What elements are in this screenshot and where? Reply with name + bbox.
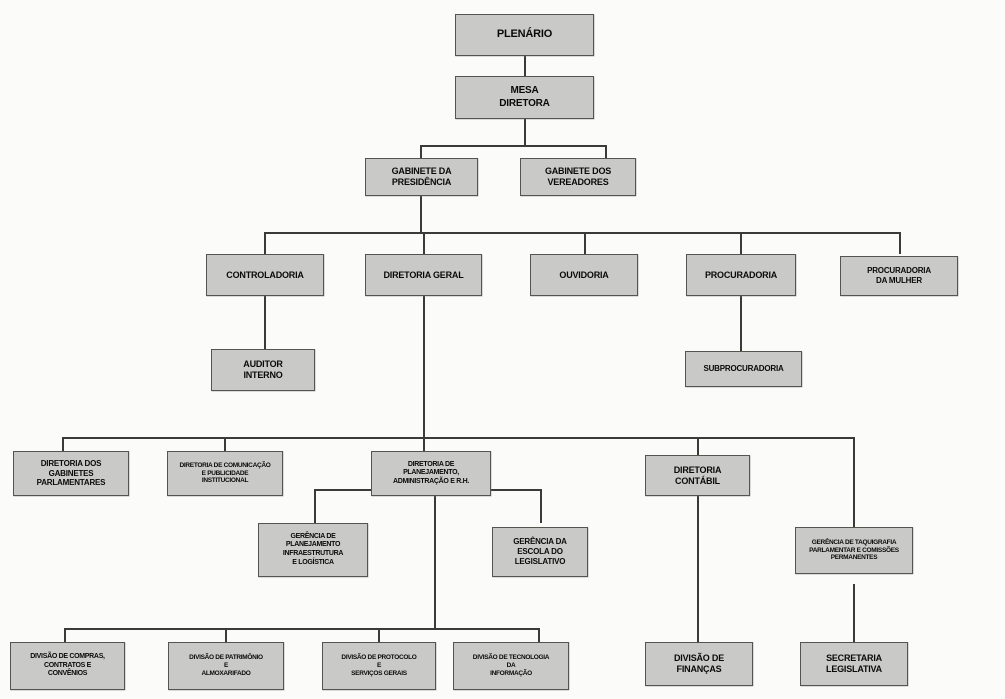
node-label-procuradoria: PROCURADORIA	[704, 269, 778, 280]
connector-drop-diretoria-geral	[423, 232, 425, 254]
connector-drop-gab-presidencia	[420, 145, 422, 158]
node-diretoria-geral[interactable]: DIRETORIA GERAL	[365, 254, 482, 296]
connector-drop-right-branch	[853, 437, 855, 527]
connector-drop-div-patrimonio	[225, 628, 227, 642]
connector-drop-ger-planejamento	[314, 489, 316, 523]
connector-bus-level4	[264, 232, 901, 234]
connector-drop-div-tecnologia	[538, 628, 540, 642]
node-label-diretoria-geral: DIRETORIA GERAL	[383, 269, 464, 280]
connector-planejamento-trunk	[434, 489, 436, 630]
node-ouvidoria[interactable]: OUVIDORIA	[530, 254, 638, 296]
connector-bus-level8	[64, 628, 540, 630]
connector-drop-proc-mulher	[899, 232, 901, 254]
connector-bus-level6	[62, 437, 855, 439]
connector-mesa-down	[524, 119, 526, 145]
connector-drop-ouvidoria	[584, 232, 586, 254]
connector-diretoria-geral-trunk	[423, 296, 425, 438]
node-label-ouvidoria: OUVIDORIA	[559, 269, 609, 280]
connector-taquigrafia-secretaria	[853, 584, 855, 642]
node-controladoria[interactable]: CONTROLADORIA	[206, 254, 324, 296]
connector-bus-level3	[420, 145, 607, 147]
connector-controladoria-auditor	[264, 296, 266, 349]
connector-drop-ger-escola	[540, 489, 542, 523]
connector-drop-dir-comunicacao	[224, 437, 226, 451]
node-label-controladoria: CONTROLADORIA	[226, 269, 304, 280]
connector-drop-div-compras	[64, 628, 66, 642]
node-label-plenario: PLENÁRIO	[496, 28, 553, 41]
connector-gabpres-down	[420, 196, 422, 232]
connector-drop-dir-planejamento	[423, 437, 425, 451]
node-plenario[interactable]: PLENÁRIO	[455, 14, 594, 56]
connector-drop-procuradoria	[740, 232, 742, 254]
node-procuradoria[interactable]: PROCURADORIA	[686, 254, 796, 296]
connector-drop-dir-contabil	[697, 437, 699, 455]
node-subprocuradoria[interactable]: SUBPROCURADORIA	[685, 351, 802, 387]
connector-drop-dir-gabinetes	[62, 437, 64, 451]
connector-drop-div-protocolo	[378, 628, 380, 642]
node-label-subprocuradoria: SUBPROCURADORIA	[703, 364, 784, 374]
connector-procuradoria-subprocuradoria	[740, 296, 742, 351]
connector-drop-controladoria	[264, 232, 266, 254]
connector-drop-gab-vereadores	[605, 145, 607, 158]
connector-contabil-financas	[697, 496, 699, 642]
connector-plenario-mesa	[524, 56, 526, 76]
